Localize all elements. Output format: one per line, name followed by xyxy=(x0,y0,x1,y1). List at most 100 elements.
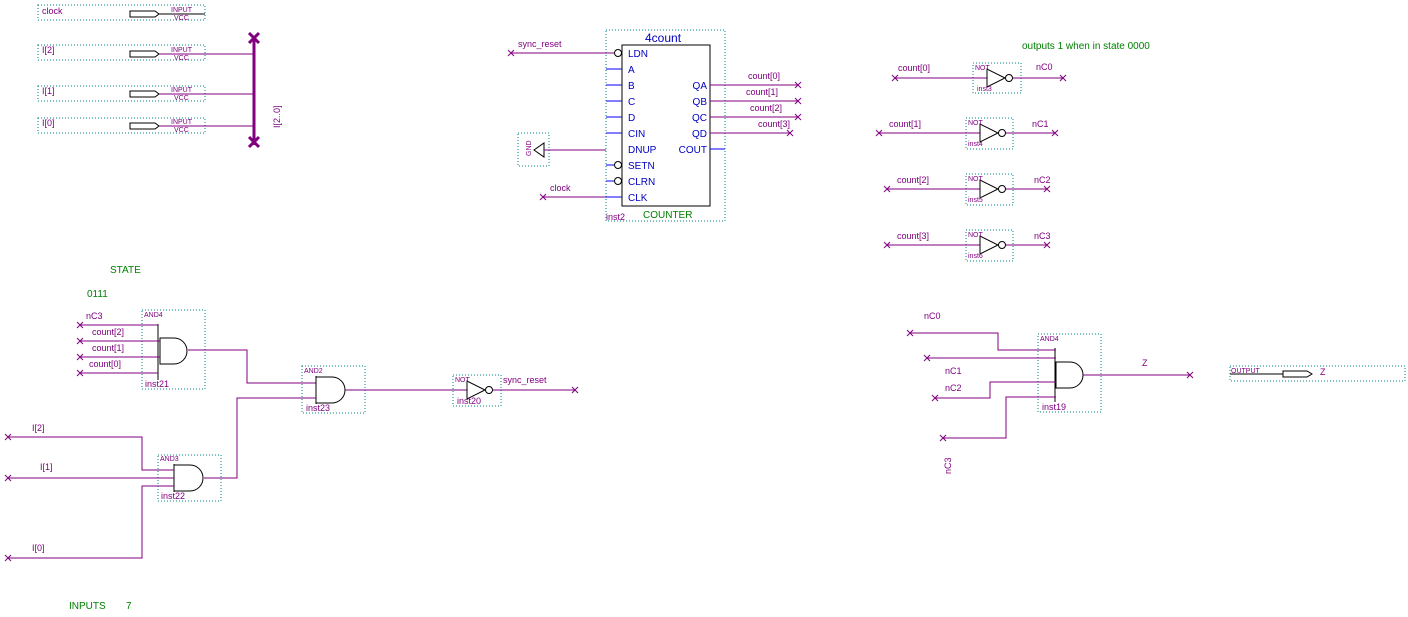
net-label: count[3] xyxy=(897,231,929,241)
gate-type: AND4 xyxy=(1040,336,1059,343)
pin-qa: QA xyxy=(693,81,708,92)
and4-gate-inst21[interactable]: AND4 inst21 nC3 count[2] count[1] count[… xyxy=(76,309,206,390)
inputs-label: INPUTS xyxy=(69,601,106,612)
net-label: nC0 xyxy=(924,311,941,321)
gnd-label: GND xyxy=(526,140,533,156)
output-name: Z xyxy=(1320,367,1326,377)
wire-sync-reset-in[interactable]: sync_reset xyxy=(507,39,606,57)
and4-gate-inst19[interactable]: AND4 inst19 Z xyxy=(1037,333,1194,413)
wire-and3-to-and2[interactable] xyxy=(204,397,316,479)
net-label: count[2] xyxy=(750,103,782,113)
and4-b-input-wires[interactable]: nC0 nC1 nC2 nC3 xyxy=(906,311,1056,474)
net-label: I[0] xyxy=(32,543,45,553)
pin-d: D xyxy=(628,113,635,124)
net-label: clock xyxy=(550,183,571,193)
input-type: INPUT xyxy=(171,47,193,54)
counter-instance: inst2 xyxy=(606,212,625,222)
gnd-symbol[interactable]: GND xyxy=(517,132,606,167)
net-label: nC3 xyxy=(1034,231,1051,241)
net-label: count[0] xyxy=(748,71,780,81)
input-name: I[0] xyxy=(42,118,55,128)
pin-clrn: CLRN xyxy=(628,177,655,188)
net-label: count[0] xyxy=(898,63,930,73)
input-name: I[2] xyxy=(42,45,55,55)
pin-qd: QD xyxy=(692,129,707,140)
state-value: 0111 xyxy=(87,289,108,300)
and2-gate-inst23[interactable]: AND2 inst23 xyxy=(301,365,366,414)
input-pin-clock[interactable]: clock INPUT VCC xyxy=(37,4,206,22)
net-label: nC1 xyxy=(945,366,962,376)
note-outputs: outputs 1 when in state 0000 xyxy=(1022,41,1150,52)
gate-type: NOT xyxy=(975,65,991,72)
bus-label: I[2..0] xyxy=(272,105,282,128)
pin-b: B xyxy=(628,81,635,92)
net-label: count[3] xyxy=(758,119,790,129)
wire-clock-in[interactable]: clock xyxy=(539,183,606,201)
pin-c: C xyxy=(628,97,635,108)
net-label: count[1] xyxy=(92,343,124,353)
input-type: INPUT xyxy=(171,119,193,126)
net-label: Z xyxy=(1142,358,1148,368)
wire-and4-to-and2[interactable] xyxy=(188,349,316,384)
and3-input-wires[interactable]: I[2] I[1] I[0] xyxy=(4,423,174,562)
counter-block[interactable]: 4count LDN A B C D CIN DNUP SETN CLRN CL… xyxy=(605,29,726,222)
gate-instance: inst23 xyxy=(306,403,330,413)
pin-a: A xyxy=(628,65,635,76)
net-label: sync_reset xyxy=(518,39,562,49)
gate-type: AND3 xyxy=(160,456,179,463)
input-pin-i2[interactable]: I[2] INPUT VCC xyxy=(37,44,254,62)
net-label: nC2 xyxy=(1034,175,1051,185)
gate-type: AND4 xyxy=(144,312,163,319)
gate-instance: inst21 xyxy=(145,379,169,389)
counter-kind: COUNTER xyxy=(643,210,692,221)
pin-qc: QC xyxy=(692,113,707,124)
gate-type: AND2 xyxy=(304,368,323,375)
pin-cout: COUT xyxy=(679,145,707,156)
output-type: OUTPUT xyxy=(1231,368,1261,375)
gate-instance: inst22 xyxy=(161,491,185,501)
net-label: sync_reset xyxy=(503,375,547,385)
net-label: nC0 xyxy=(1036,62,1053,72)
not-gate-inst5[interactable]: NOT inst5 count[2] nC2 xyxy=(883,173,1051,206)
net-label: I[1] xyxy=(40,462,53,472)
pin-setn: SETN xyxy=(628,161,655,172)
pin-ldn: LDN xyxy=(628,49,648,60)
net-label: I[2] xyxy=(32,423,45,433)
pin-clk: CLK xyxy=(628,193,648,204)
vcc-label: VCC xyxy=(174,95,189,102)
gate-type: NOT xyxy=(455,377,471,384)
counter-title: 4count xyxy=(645,31,682,45)
pin-qb: QB xyxy=(693,97,708,108)
gate-instance: inst20 xyxy=(457,396,481,406)
net-label: count[0] xyxy=(89,359,121,369)
input-pin-i1[interactable]: I[1] INPUT VCC xyxy=(37,85,254,102)
net-label: count[2] xyxy=(92,327,124,337)
gate-instance: inst3 xyxy=(977,86,992,93)
inputs-value: 7 xyxy=(126,601,132,612)
input-name: I[1] xyxy=(42,86,55,96)
output-pin-z[interactable]: OUTPUT Z xyxy=(1229,365,1406,382)
input-pin-i0[interactable]: I[0] INPUT VCC xyxy=(37,117,254,134)
net-label: count[1] xyxy=(746,87,778,97)
pin-cin: CIN xyxy=(628,129,645,140)
counter-output-wires[interactable]: count[0] count[1] count[2] count[3] xyxy=(710,71,802,137)
gate-instance: inst6 xyxy=(968,253,983,260)
gate-type: NOT xyxy=(968,176,984,183)
input-name: clock xyxy=(42,6,63,16)
gate-instance: inst4 xyxy=(968,141,983,148)
gate-type: NOT xyxy=(968,120,984,127)
not-gate-inst6[interactable]: NOT inst6 count[3] nC3 xyxy=(883,229,1051,262)
not-gate-inst3[interactable]: NOT inst3 count[0] nC0 xyxy=(891,62,1067,94)
not-gate-inst20[interactable]: NOT inst20 sync_reset xyxy=(452,374,579,407)
net-label: count[1] xyxy=(889,119,921,129)
input-bus[interactable]: I[2..0] xyxy=(247,31,282,149)
gate-instance: inst19 xyxy=(1042,402,1066,412)
vcc-label: VCC xyxy=(174,127,189,134)
input-type: INPUT xyxy=(171,7,193,14)
not-gate-inst4[interactable]: NOT inst4 count[1] nC1 xyxy=(875,117,1059,150)
gate-type: NOT xyxy=(968,232,984,239)
net-label: count[2] xyxy=(897,175,929,185)
net-label: nC3 xyxy=(86,311,103,321)
net-label: nC1 xyxy=(1032,119,1049,129)
